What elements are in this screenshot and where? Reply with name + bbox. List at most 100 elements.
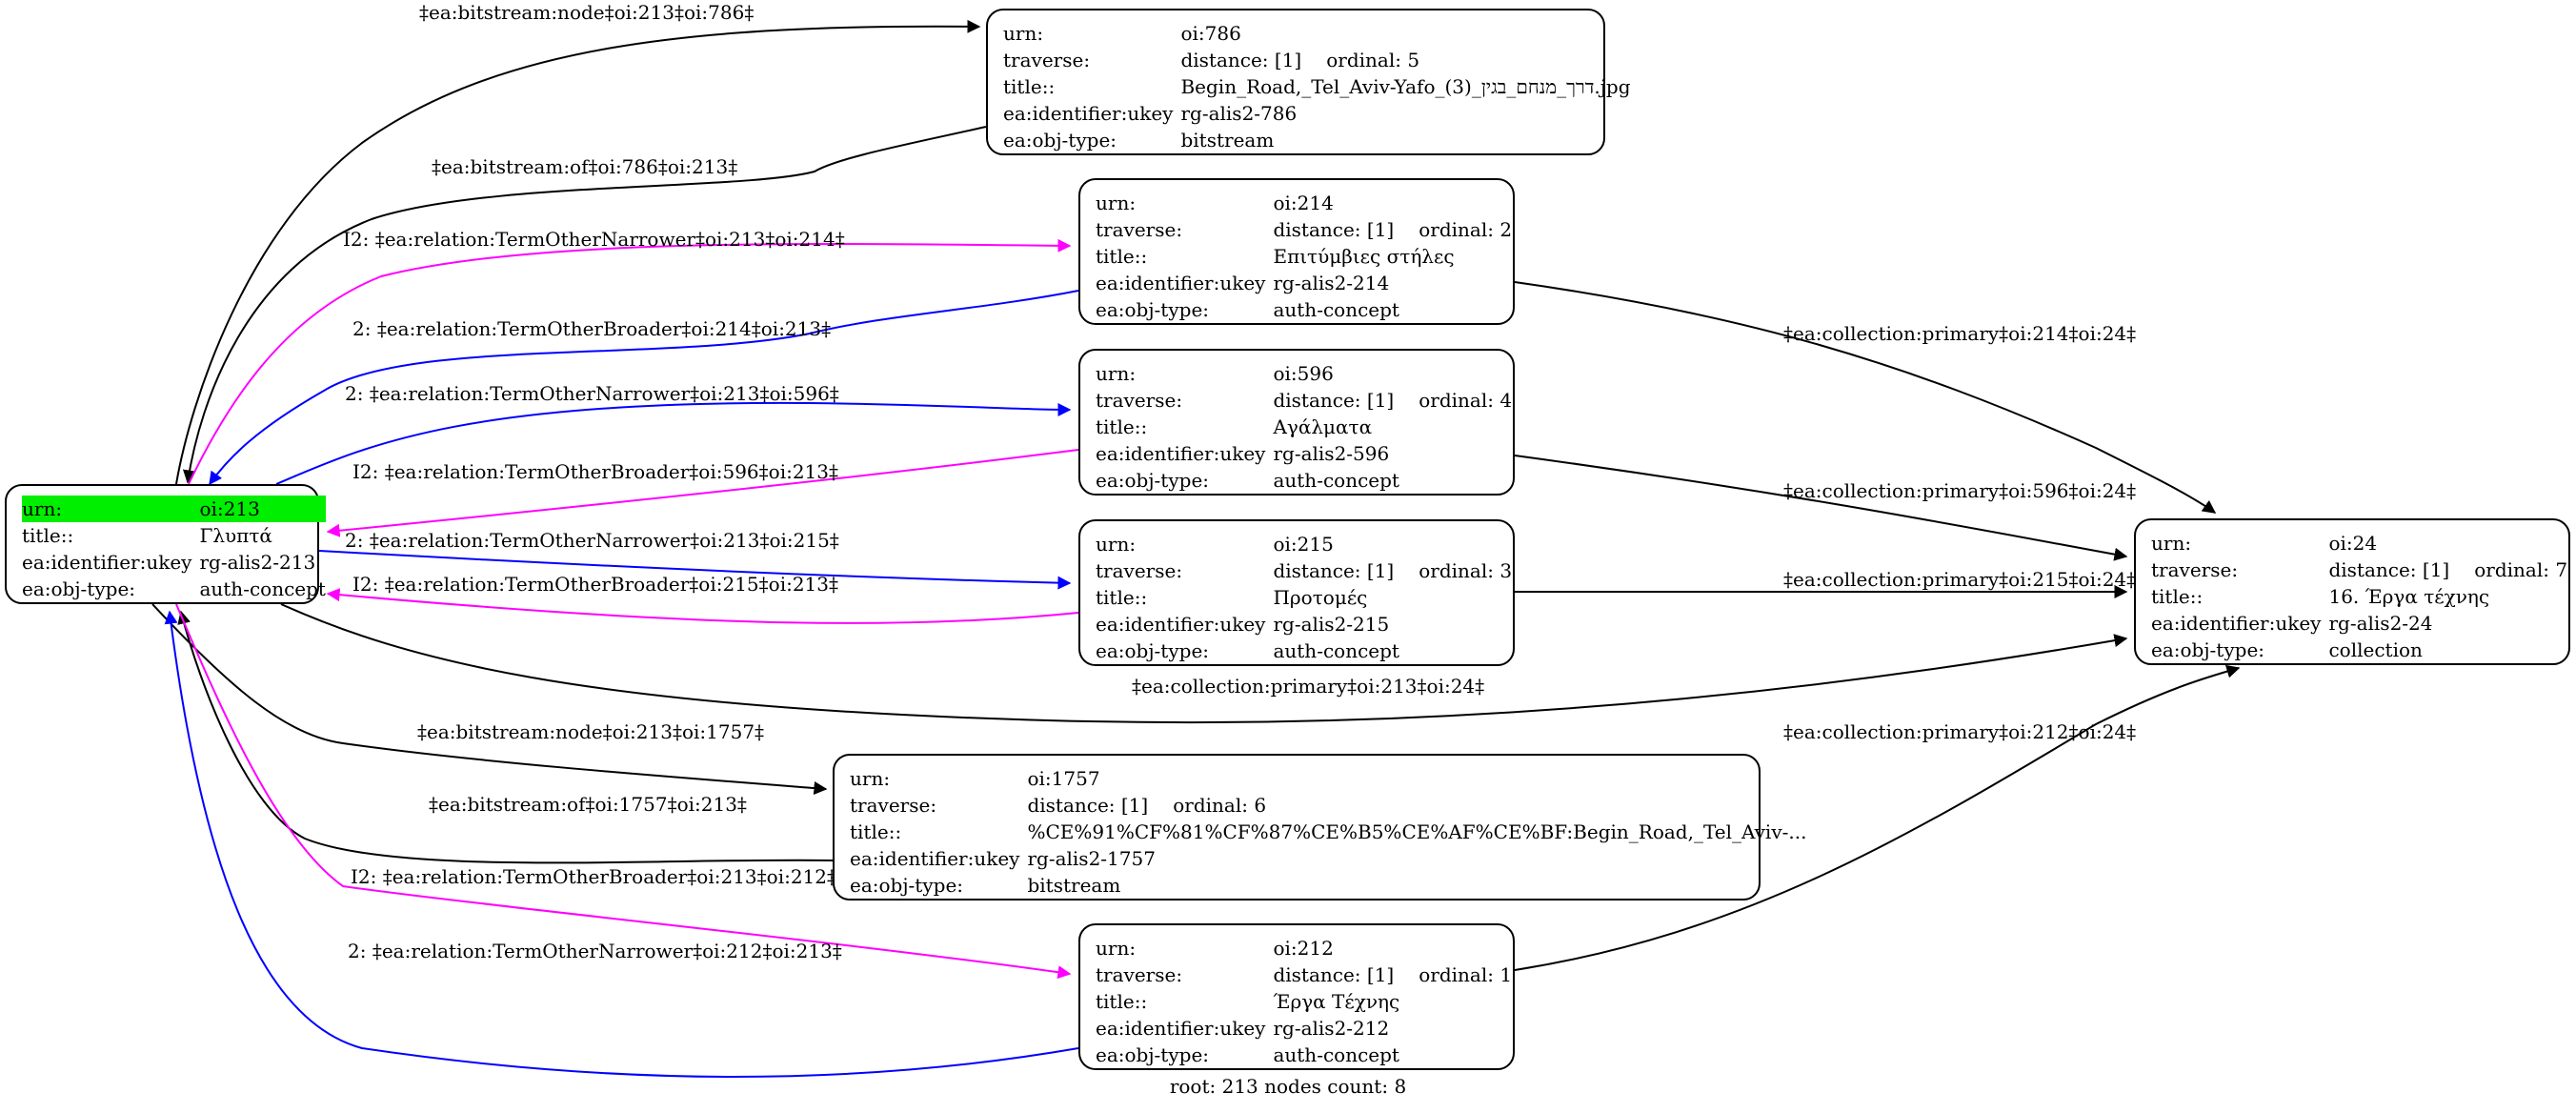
node-field-value-text: collection (2328, 638, 2423, 661)
node-field-value: oi:24 (2328, 530, 2567, 556)
node-row: urn:oi:213 (22, 496, 326, 522)
node-field-key: ea:obj-type: (22, 577, 136, 600)
node-row: ea:obj-type:bitstream (1003, 127, 1631, 153)
node-field-value-text: rg-alis2-212 (1273, 1017, 1390, 1040)
node-field-key: title:: (1096, 990, 1148, 1013)
graph-footer: root: 213 nodes count: 8 (1169, 1075, 1407, 1098)
node-table: urn: oi:24 traverse: distance: [1]ordinal: … (2151, 530, 2567, 663)
node-row: ea:obj-type:bitstream (850, 872, 1806, 899)
edge-label: ‡ea:bitstream:of‡oi:786‡oi:213‡ (432, 155, 737, 178)
edge-line (275, 401, 1072, 485)
node-field-value-text: oi:212 (1273, 937, 1334, 960)
node-field-value-text: auth-concept (1273, 469, 1399, 492)
node-field-key: traverse: (1003, 49, 1091, 71)
node-field-value-text: oi:214 (1273, 192, 1334, 214)
node-oi-786[interactable]: urn: oi:786 traverse: distance: [1]ordinal:… (986, 9, 1631, 155)
node-field-key: ea:identifier:ukey (850, 847, 1020, 870)
node-table: urn: oi:786 traverse: distance: [1]ordinal:… (1003, 20, 1631, 153)
edge-line (318, 550, 1072, 590)
node-oi-24[interactable]: urn: oi:24 traverse: distance: [1]ordinal: … (2134, 518, 2570, 665)
node-field-value-text: %CE%91%CF%81%CF%87%CE%B5%CE%AF%CE%BF:Beg… (1027, 820, 1807, 843)
node-field-key: ea:obj-type: (1096, 298, 1210, 321)
edge-label: I2: ‡ea:relation:TermOtherNarrower‡oi:21… (343, 228, 845, 251)
edge-label: I2: ‡ea:relation:TermOtherBroader‡oi:596… (352, 460, 838, 483)
node-field-value: distance: [1]ordinal: 5 (1180, 47, 1630, 73)
node-field-value-text: Γλυπτά (199, 524, 272, 547)
edge-label: ‡ea:bitstream:of‡oi:1757‡oi:213‡ (429, 793, 747, 816)
edge-line (280, 603, 2128, 724)
node-field-value: auth-concept (1273, 467, 1512, 494)
node-row: title::Επιτύμβιες στήλες (1096, 243, 1512, 270)
node-field-value: distance: [1]ordinal: 1 (1273, 961, 1512, 988)
node-field-value: bitstream (1180, 127, 1630, 153)
node-field-value-text: rg-alis2-215 (1273, 613, 1390, 636)
node-field-key: title:: (1096, 415, 1148, 438)
edge-label: 2: ‡ea:relation:TermOtherNarrower‡oi:213… (345, 529, 839, 552)
edge-label: I2: ‡ea:relation:TermOtherBroader‡oi:213… (351, 865, 836, 888)
node-field-value: distance: [1]ordinal: 2 (1273, 216, 1512, 243)
node-field-key: traverse: (1096, 218, 1183, 241)
edge-label: 2: ‡ea:relation:TermOtherNarrower‡oi:213… (345, 382, 839, 405)
node-field-value: Γλυπτά (199, 522, 325, 549)
node-row: ea:obj-type: auth-concept (1096, 637, 1512, 664)
node-field-value: Προτομές (1273, 584, 1512, 611)
node-row: urn:oi:215 (1096, 531, 1512, 557)
edge-line (209, 290, 1079, 486)
node-ordinal: ordinal: 1 (1419, 963, 1513, 986)
node-field-value: distance: [1]ordinal: 6 (1027, 792, 1806, 819)
node-row: title::Έργα Τέχνης (1096, 988, 1512, 1015)
node-field-value: distance: [1]ordinal: 3 (1273, 557, 1512, 584)
node-field-value-text: oi:786 (1180, 22, 1241, 45)
node-field-value: rg-alis2-212 (1273, 1015, 1512, 1042)
node-field-value-text: distance: [1] (1273, 218, 1395, 241)
node-field-value-text: rg-alis2-1757 (1027, 847, 1156, 870)
node-field-value: bitstream (1027, 872, 1806, 899)
node-row: traverse: distance: [1]ordinal: 5 (1003, 47, 1631, 73)
node-field-value-text: distance: [1] (2328, 558, 2450, 581)
node-field-value: oi:213 (199, 496, 326, 522)
node-field-key: traverse: (2151, 558, 2239, 581)
node-field-key: ea:identifier:ukey (1096, 442, 1266, 465)
node-field-value-text: oi:1757 (1027, 767, 1100, 790)
node-field-key: ea:obj-type: (1096, 639, 1210, 662)
node-field-value-text: auth-concept (1273, 639, 1399, 662)
node-row: ea:identifier:ukey rg-alis2-786 (1003, 100, 1631, 127)
edge-line (177, 610, 834, 864)
node-field-key: ea:identifier:ukey (1003, 102, 1174, 125)
node-field-value: Αγάλματα (1273, 414, 1512, 440)
node-field-key: urn: (1096, 533, 1137, 556)
node-field-value: auth-concept (1273, 296, 1512, 323)
node-row: traverse: distance: [1]ordinal: 7 (2151, 556, 2567, 583)
node-field-value-text: auth-concept (1273, 298, 1399, 321)
node-field-key: ea:identifier:ukey (1096, 613, 1266, 636)
node-field-key: title:: (1003, 75, 1056, 98)
edge-label: ‡ea:bitstream:node‡oi:213‡oi:1757‡ (417, 720, 764, 743)
node-field-value-text: distance: [1] (1273, 389, 1395, 412)
node-field-value-text: Επιτύμβιες στήλες (1273, 245, 1455, 268)
node-field-key: urn: (1003, 22, 1044, 45)
node-row: urn:oi:212 (1096, 935, 1512, 961)
node-row: traverse:distance: [1]ordinal: 1 (1096, 961, 1512, 988)
node-ordinal: ordinal: 4 (1419, 389, 1513, 412)
node-field-key: urn: (22, 496, 200, 522)
edge-label: ‡ea:collection:primary‡oi:214‡oi:24‡ (1783, 322, 2136, 345)
node-field-key: urn: (2151, 532, 2192, 555)
node-field-value: distance: [1]ordinal: 7 (2328, 556, 2567, 583)
node-field-value: rg-alis2-786 (1180, 100, 1630, 127)
node-field-key: ea:identifier:ukey (2151, 612, 2322, 635)
edge-label: 2: ‡ea:relation:TermOtherBroader‡oi:214‡… (352, 317, 831, 340)
